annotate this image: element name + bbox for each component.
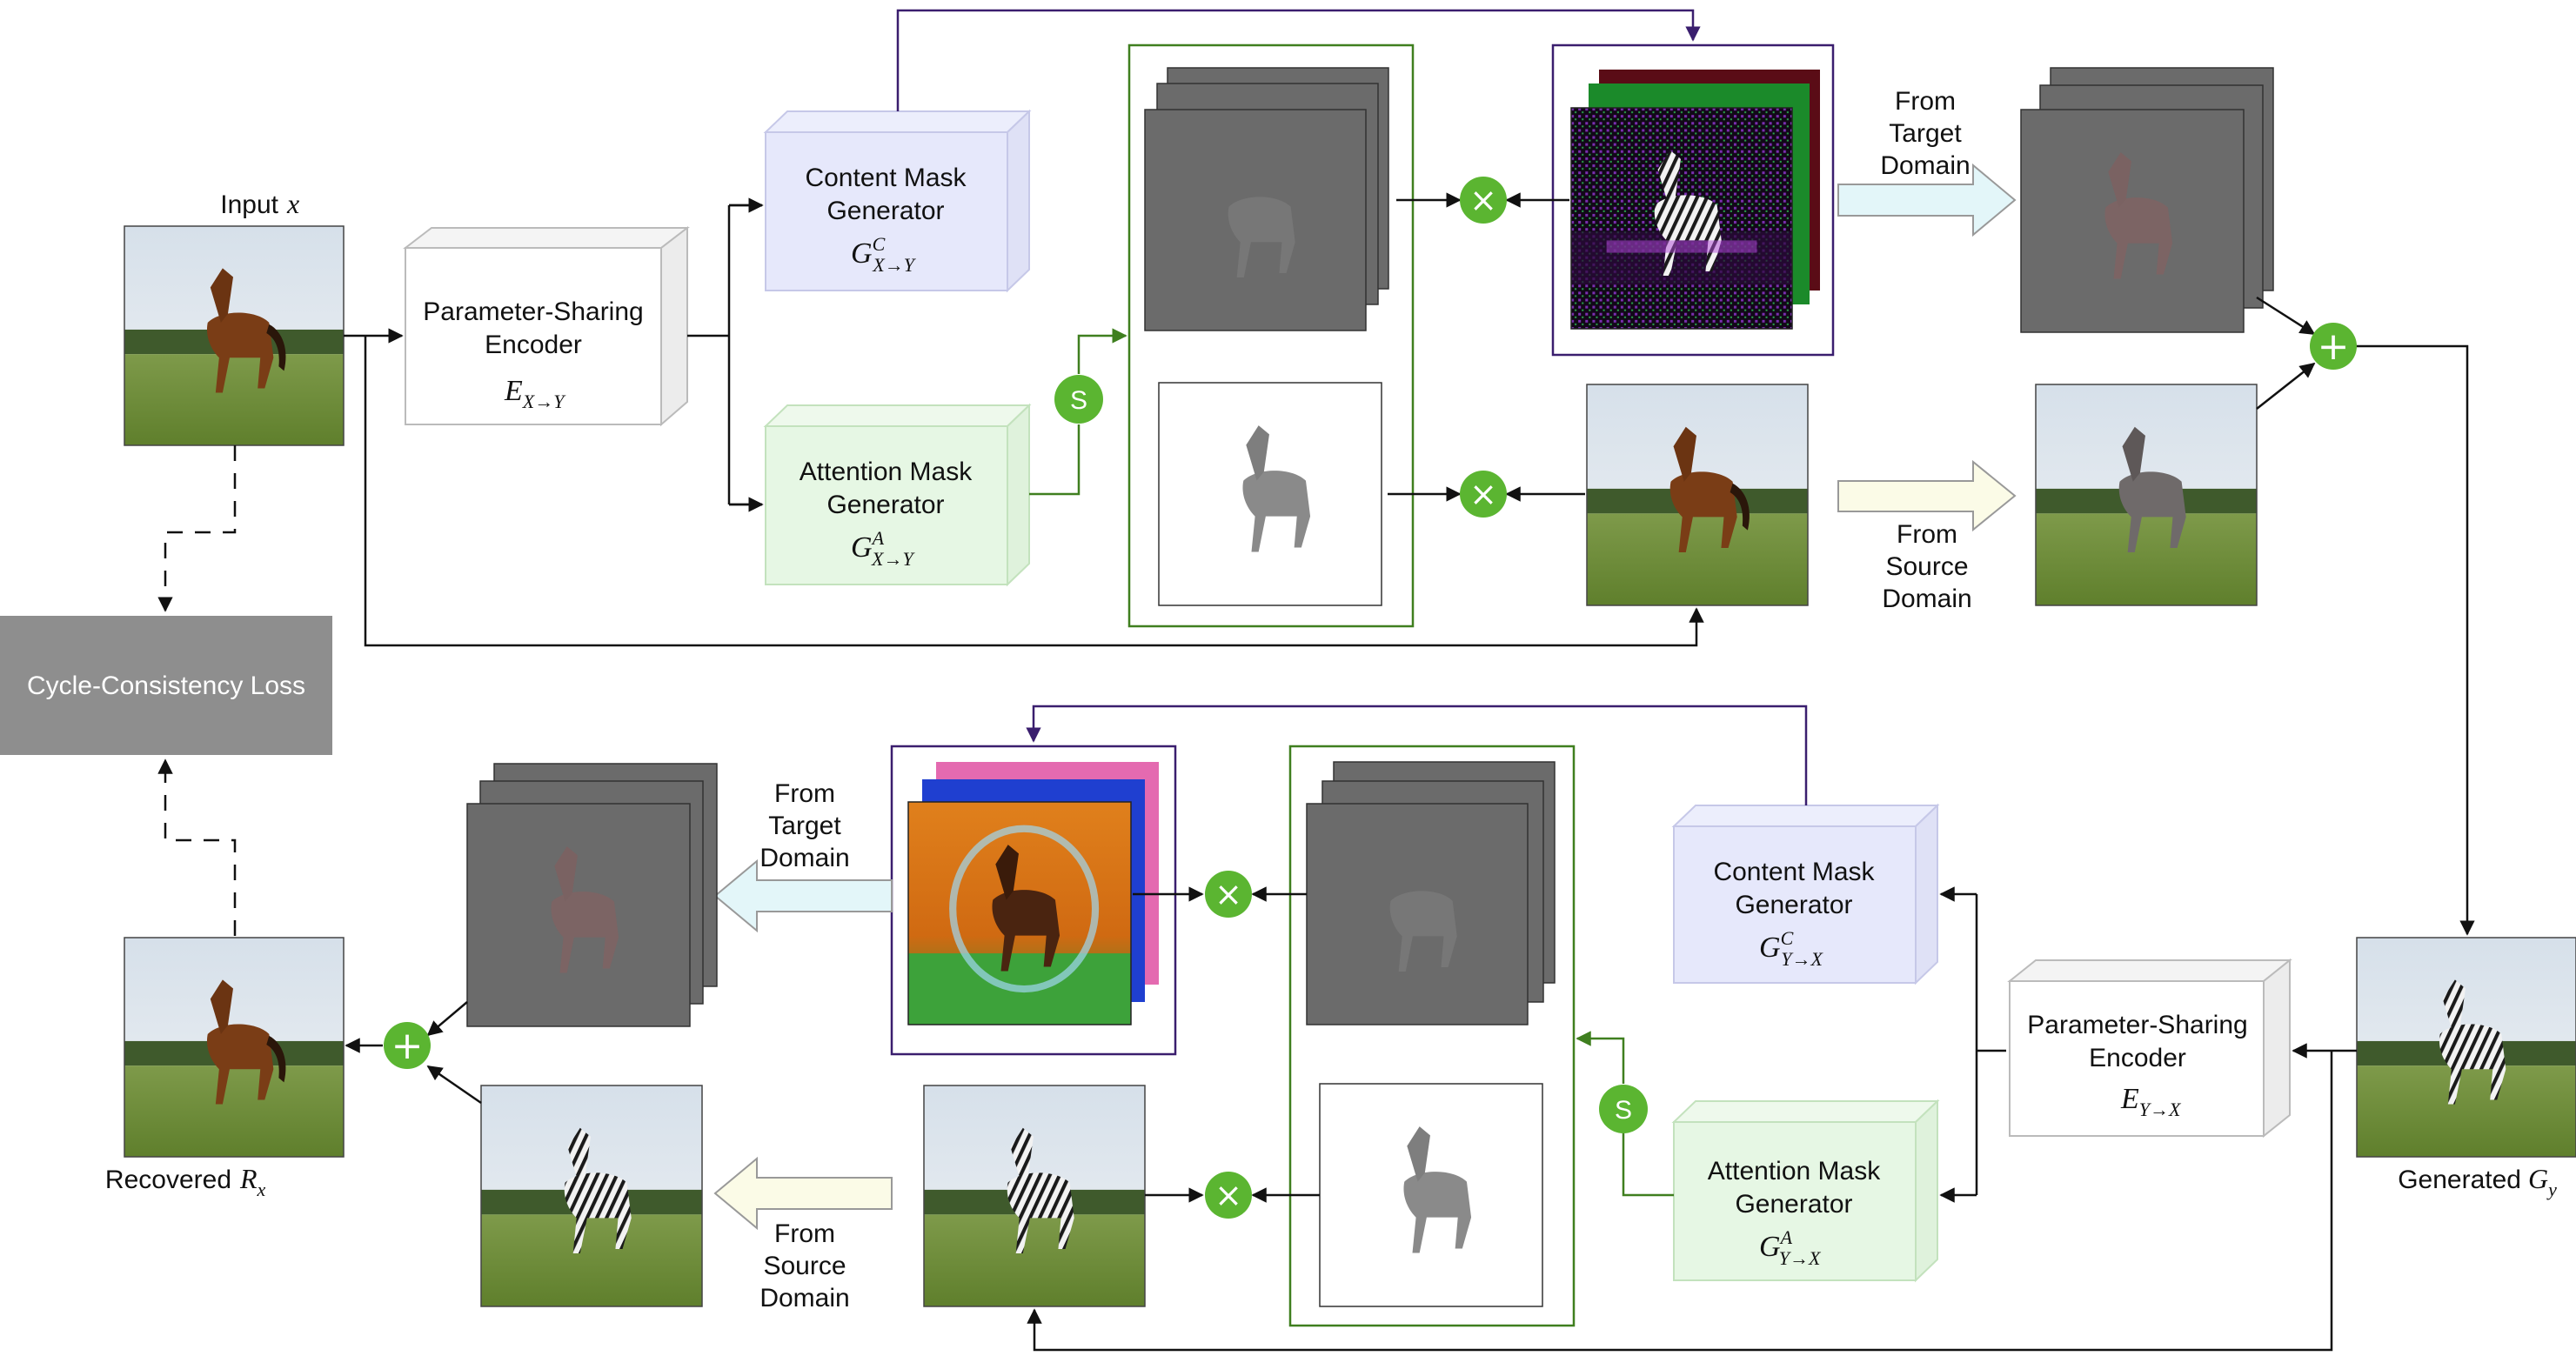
encoder-x-to-y-line1: Parameter-Sharing [423,297,643,326]
mask-group-box-top [1127,43,1415,628]
plus-icon: + [391,1024,424,1068]
from-target-arrow-top [1837,163,2017,237]
recovered-image [124,937,345,1158]
masked-content-stack-bottom [466,763,718,1027]
generated-label: Generated [2398,1166,2521,1194]
generated-image [2356,937,2576,1158]
recovered-label: Recovered [105,1166,231,1194]
attention-mask-generator-x-to-y-line2: Generator [826,491,944,519]
recovered-symbol: Rx [239,1163,266,1200]
input-image [124,225,345,446]
masked-background-top [2035,384,2258,606]
from-source-bottom-line1: From [774,1219,835,1248]
generated-symbol: Gy [2528,1163,2557,1200]
from-target-arrow-bottom [713,858,893,933]
attention-mask-top [1158,382,1382,606]
attention-mask-generator-y-to-x [1671,1099,1940,1283]
generated-copy-bottom [923,1085,1146,1307]
cycle-consistency-loss-label: Cycle-Consistency Loss [27,671,305,700]
from-source-bottom-line2: Source [763,1252,846,1280]
from-target-top-line2: Target [1889,119,1962,148]
from-source-bottom-line3: Domain [759,1284,849,1313]
from-target-bottom-line1: From [774,779,835,808]
multiply-op-bottom-content: × [1205,871,1252,918]
multiply-op-bottom-attention: × [1205,1172,1252,1219]
green-connectors [1029,328,1674,1197]
from-target-top-line1: From [1895,87,1956,116]
masked-background-bottom [480,1085,703,1307]
masked-content-stack-top [2020,67,2274,333]
sigmoid-icon: S [1615,1096,1632,1125]
attention-mask-generator-x-to-y [763,403,1032,587]
from-target-bottom-line2: Target [768,812,841,840]
purple-connectors [896,9,1808,805]
encoder-x-to-y-line2: Encoder [485,331,582,359]
encoder-x-to-y [403,225,690,427]
connectors [344,192,2475,1352]
multiply-icon: × [1469,475,1497,513]
content-mask-generator-x-to-y [763,109,1032,293]
from-source-arrow-bottom [713,1156,893,1231]
sigmoid-icon: S [1070,386,1087,415]
from-source-top-line3: Domain [1882,584,1971,613]
input-var: x [286,188,299,219]
add-op-top: + [2310,323,2357,370]
multiply-icon: × [1214,1176,1242,1214]
input-copy-top [1586,384,1809,606]
mask-group-box-bottom [1288,745,1576,1327]
multiply-op-top-attention: × [1460,471,1507,518]
loss-connectors [157,445,237,936]
attention-mask-generator-x-to-y-line1: Attention Mask [800,458,973,486]
generated-content-stack-bottom [907,762,1159,1025]
content-masks-stack-bottom [1306,761,1556,1025]
generated-content-stack-top [1570,70,1820,330]
attention-mask-bottom [1319,1083,1543,1307]
attention-mask-generator-y-to-x-line1: Attention Mask [1708,1157,1881,1186]
sigmoid-op-top: S [1054,375,1103,424]
from-target-bottom-line3: Domain [759,844,849,872]
from-source-top-line1: From [1897,520,1957,549]
from-target-top-line3: Domain [1880,151,1970,180]
from-source-top-line2: Source [1885,552,1968,581]
sigmoid-op-bottom: S [1599,1085,1648,1133]
content-mask-generator-x-to-y-line2: Generator [826,197,944,225]
encoder-y-to-x-symbol: EY→X [2120,1083,2182,1120]
encoder-y-to-x-line1: Parameter-Sharing [2027,1011,2247,1039]
add-op-bottom: + [384,1022,431,1069]
content-mask-generator-y-to-x-line1: Content Mask [1713,858,1875,886]
multiply-op-top-content: × [1460,177,1507,224]
cycle-consistency-loss-box [0,616,332,755]
attention-mask-generator-y-to-x-line2: Generator [1735,1190,1852,1219]
input-label: Input [220,190,278,219]
multiply-icon: × [1214,875,1242,913]
encoder-y-to-x-line2: Encoder [2089,1044,2186,1072]
encoder-x-to-y-symbol: EX→Y [504,375,566,412]
content-mask-generator-x-to-y-line1: Content Mask [805,164,967,192]
from-source-arrow-top [1837,459,2017,532]
encoder-y-to-x [2007,958,2292,1139]
content-mask-generator-y-to-x-line2: Generator [1735,891,1852,919]
multiply-icon: × [1469,181,1497,219]
content-masks-stack-top [1144,67,1389,331]
plus-icon: + [2318,324,2350,369]
content-mask-generator-y-to-x [1671,803,1940,985]
